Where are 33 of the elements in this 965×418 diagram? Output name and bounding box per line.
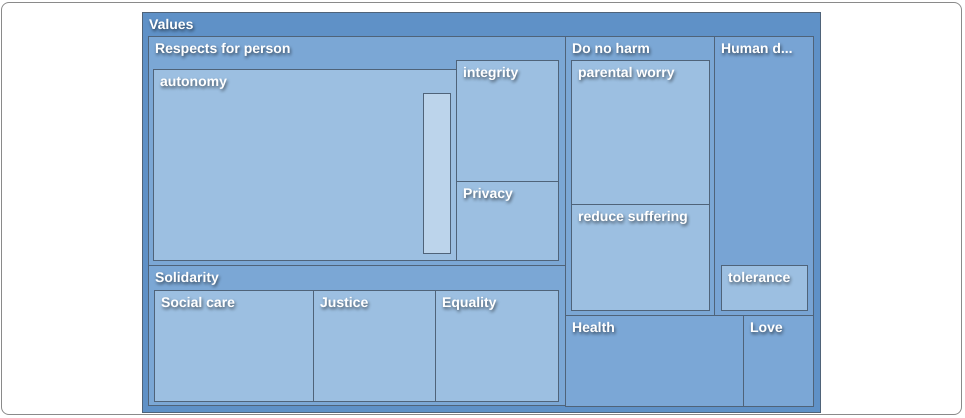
tile-label: Love bbox=[750, 319, 783, 336]
group-label: Values bbox=[149, 16, 194, 33]
tile-label: reduce suffering bbox=[578, 208, 688, 225]
group-label: Respects for person bbox=[155, 40, 290, 57]
group-label: Solidarity bbox=[155, 269, 219, 286]
treemap-panel bbox=[142, 12, 821, 413]
treemap-tile bbox=[313, 290, 436, 402]
treemap-group bbox=[714, 36, 814, 316]
tile-label: tolerance bbox=[728, 269, 790, 286]
tile-label: Health bbox=[572, 319, 615, 336]
treemap-tile bbox=[743, 315, 814, 407]
treemap-tile bbox=[571, 204, 710, 311]
tile-label: parental worry bbox=[578, 64, 674, 81]
treemap-tile bbox=[154, 290, 314, 402]
tile-label: Social care bbox=[161, 294, 235, 311]
treemap-group bbox=[148, 265, 566, 406]
treemap-group bbox=[153, 69, 457, 261]
tile-label: integrity bbox=[463, 64, 518, 81]
treemap-group bbox=[565, 36, 715, 316]
group-label: Do no harm bbox=[572, 40, 650, 57]
group-label: autonomy bbox=[160, 73, 227, 90]
tile-label: Justice bbox=[320, 294, 368, 311]
treemap-tile bbox=[456, 60, 559, 182]
treemap-group bbox=[148, 36, 566, 266]
treemap-tile bbox=[423, 93, 451, 254]
treemap-tile bbox=[565, 315, 744, 407]
treemap-tile bbox=[456, 181, 559, 261]
group-label: Human d... bbox=[721, 40, 793, 57]
tile-label: Privacy bbox=[463, 185, 513, 202]
treemap-tile bbox=[435, 290, 559, 402]
treemap-tile bbox=[571, 60, 710, 205]
treemap-tile bbox=[721, 265, 808, 311]
tile-label: Equality bbox=[442, 294, 496, 311]
